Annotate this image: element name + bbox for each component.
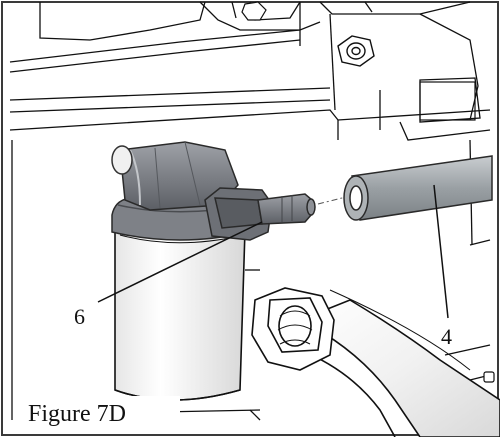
leader-line-4 (433, 184, 449, 319)
side-bolt (483, 371, 495, 383)
filter-canister (114, 229, 246, 401)
top-nut (241, 1, 267, 21)
hex-fitting (251, 287, 335, 371)
alignment-centerline (317, 195, 351, 205)
panel-cutout (419, 81, 476, 121)
caption-backdrop (22, 396, 180, 428)
hose-segment (343, 155, 493, 221)
callout-label-6: 6 (74, 304, 85, 329)
leader-line-6 (97, 221, 263, 303)
elbow-fitting (204, 187, 316, 241)
figure-caption: Figure 7D (28, 401, 126, 427)
callout-label-4: 4 (441, 324, 452, 349)
chassis-structure (9, 1, 496, 421)
hex-bolt (337, 35, 375, 67)
